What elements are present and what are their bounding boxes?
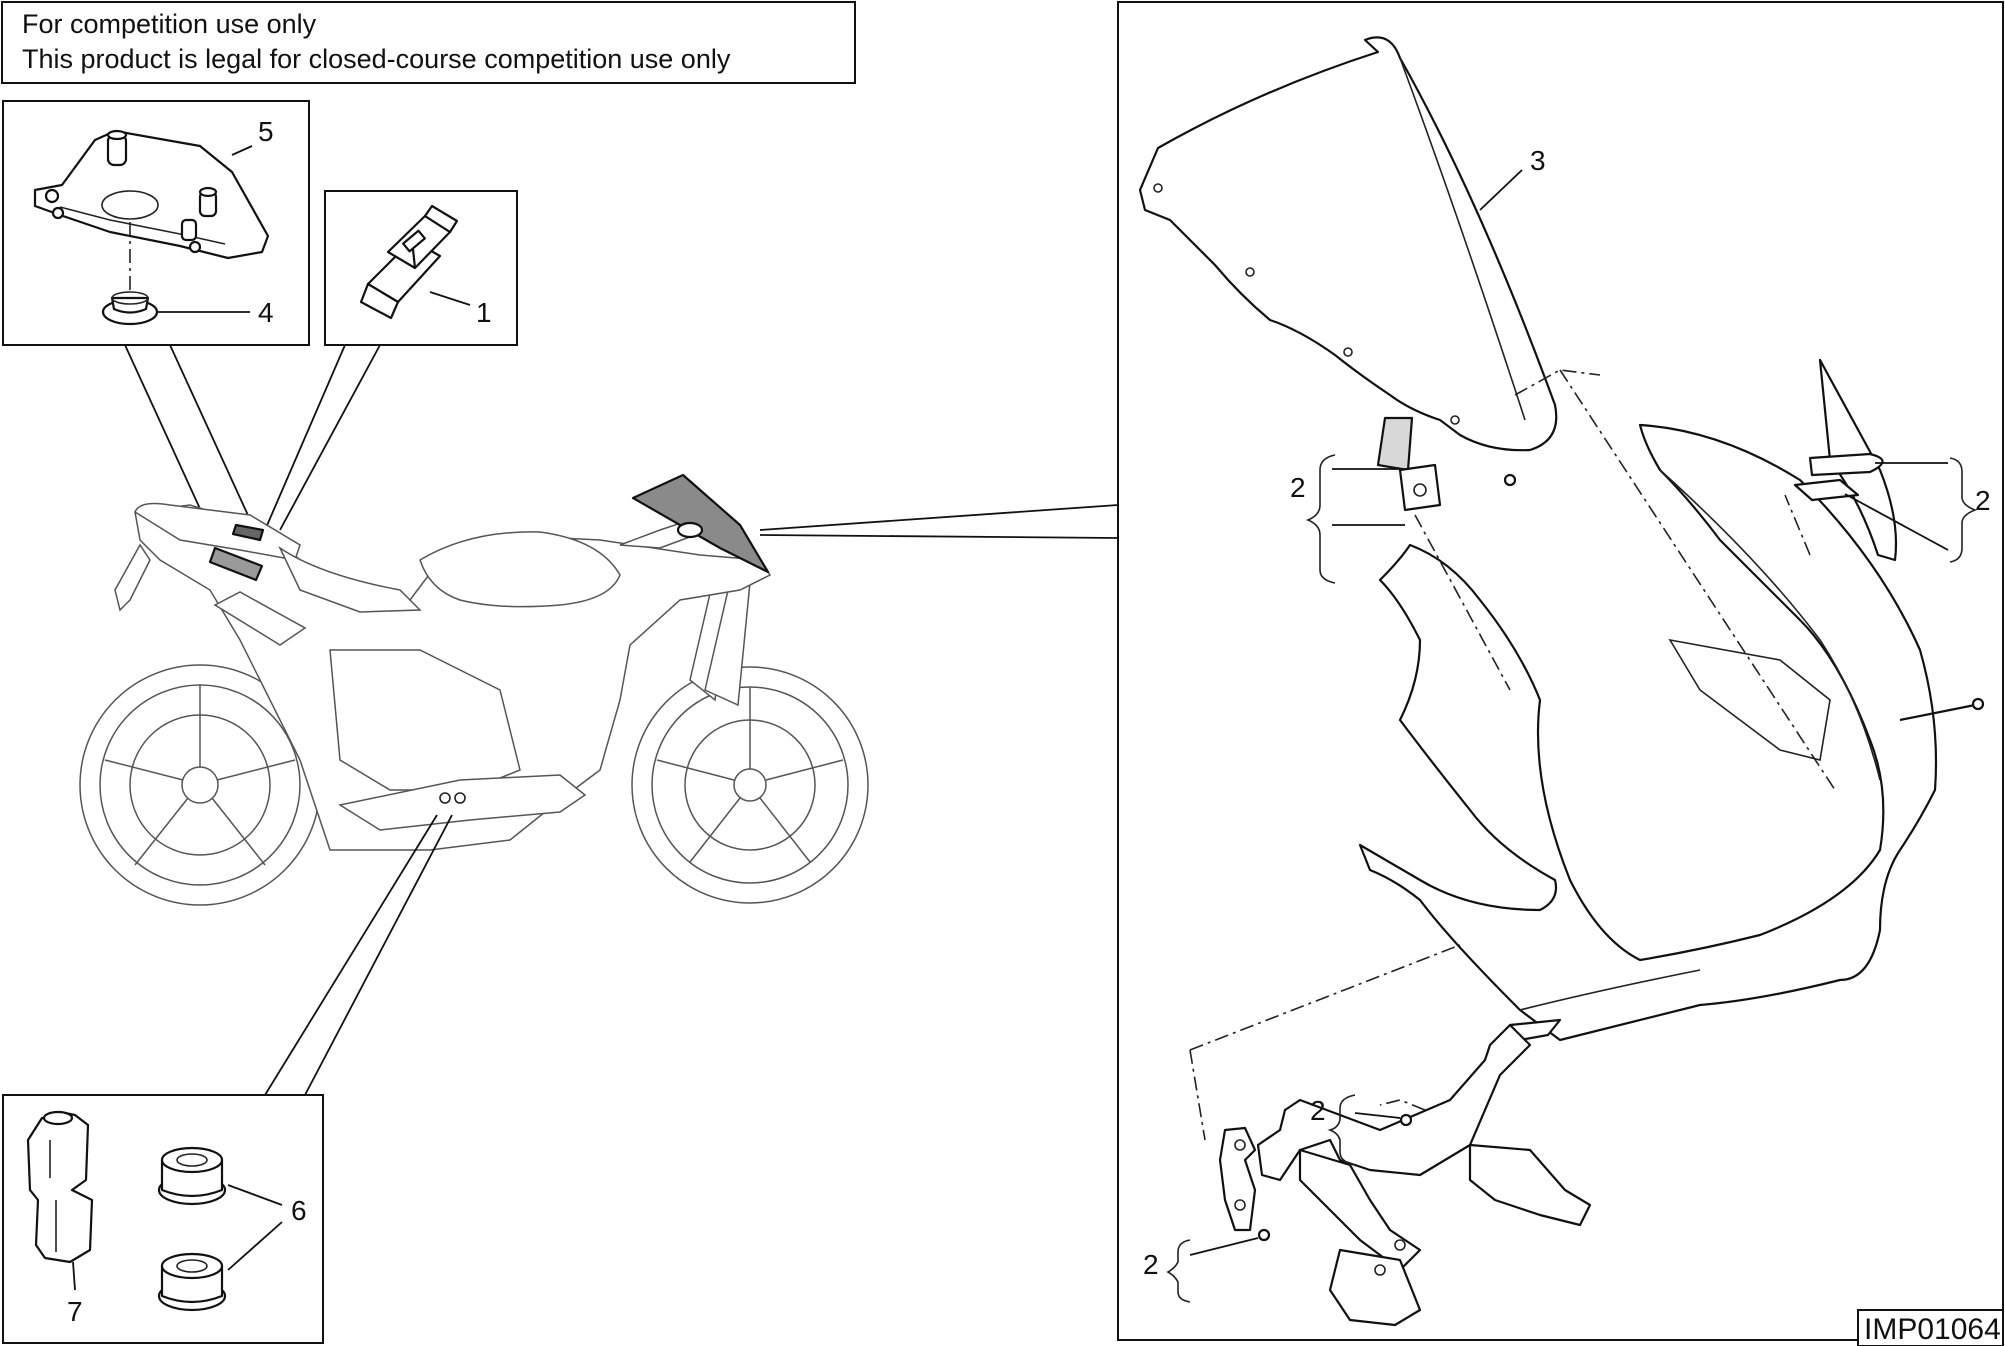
callout-6: 6 — [291, 1195, 307, 1226]
module-part — [359, 204, 459, 320]
zoom-leaders-front — [759, 504, 1119, 539]
windscreen-part — [1138, 36, 1558, 452]
callout-2-upper-left: 2 — [1290, 472, 1306, 503]
bushing-lower — [157, 1252, 227, 1312]
detail-front-fairing: 3 2 — [1117, 1, 2004, 1346]
subframe-part — [1218, 1018, 1592, 1327]
callout-3: 3 — [1530, 145, 1546, 176]
callout-5: 5 — [258, 116, 274, 147]
reference-code-tag: IMP01064 — [1857, 1309, 2004, 1346]
rear-wheel — [79, 664, 321, 906]
seat-cover-part — [33, 129, 270, 260]
callout-2-lower-center: 2 — [1310, 1095, 1326, 1126]
bolt-part — [1899, 697, 1985, 722]
competition-notice: For competition use only This product is… — [1, 1, 856, 84]
notice-line-1: For competition use only — [22, 9, 317, 39]
callout-4: 4 — [258, 297, 274, 328]
bushing-upper — [157, 1146, 227, 1206]
front-wheel — [631, 666, 869, 904]
detail-plug-bushings: 7 6 — [2, 1094, 324, 1344]
callout-2-lower-left: 2 — [1143, 1249, 1159, 1280]
motorcycle-overview — [79, 473, 869, 906]
zoom-leaders-lower — [264, 814, 453, 1096]
detail-module: 1 — [324, 190, 518, 346]
callout-7: 7 — [67, 1296, 83, 1327]
callout-1: 1 — [476, 297, 492, 328]
plug-part — [26, 1110, 94, 1264]
front-fairing-part — [1358, 423, 1938, 1042]
slider-left — [1376, 416, 1517, 512]
grommet-part — [101, 291, 159, 326]
detail-seat-cover: 5 4 — [2, 100, 310, 346]
callout-2-right: 2 — [1975, 485, 1991, 516]
reference-code: IMP01064 — [1864, 1313, 2001, 1346]
notice-line-2: This product is legal for closed-course … — [22, 44, 731, 74]
